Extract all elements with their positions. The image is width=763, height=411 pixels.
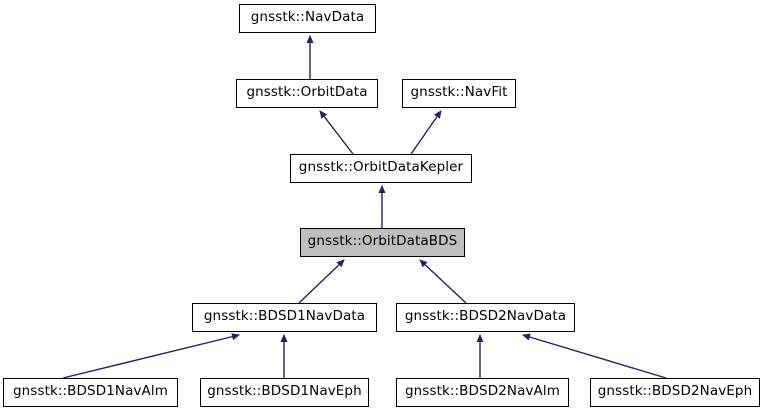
class-node-bdsd1naveph[interactable]: gnsstk::BDSD1NavEph (200, 378, 369, 407)
inheritance-edge-bdsd2naveph-to-bdsd2navdata (522, 333, 667, 379)
inheritance-edge-bdsd1navalm-to-bdsd1navdata (62, 333, 240, 379)
inheritance-edge-bdsd1navdata-to-orbitdatabds (298, 259, 345, 304)
class-node-label: gnsstk::OrbitData (246, 84, 368, 101)
class-node-label: gnsstk::BDSD2NavData (404, 308, 567, 325)
class-node-bdsd1navdata[interactable]: gnsstk::BDSD1NavData (192, 303, 377, 332)
class-node-bdsd2navalm[interactable]: gnsstk::BDSD2NavAlm (396, 378, 569, 407)
class-node-label: gnsstk::NavFit (410, 84, 508, 101)
class-node-label: gnsstk::BDSD1NavEph (207, 383, 362, 400)
class-node-bdsd1navalm[interactable]: gnsstk::BDSD1NavAlm (3, 378, 178, 407)
class-node-navdata[interactable]: gnsstk::NavData (239, 4, 376, 33)
class-node-label: gnsstk::BDSD2NavEph (597, 383, 753, 400)
inheritance-edge-orbitdatakepler-to-orbitdata (319, 110, 354, 155)
class-node-bdsd2navdata[interactable]: gnsstk::BDSD2NavData (396, 303, 575, 332)
class-node-bdsd2naveph[interactable]: gnsstk::BDSD2NavEph (590, 378, 760, 407)
class-node-label: gnsstk::OrbitDataKepler (298, 159, 464, 176)
inheritance-edge-bdsd2navdata-to-orbitdatabds (419, 259, 467, 304)
inheritance-edge-orbitdatakepler-to-navfit (410, 110, 442, 155)
class-node-label: gnsstk::OrbitDataBDS (307, 233, 458, 250)
class-node-navfit[interactable]: gnsstk::NavFit (402, 79, 516, 108)
class-node-label: gnsstk::BDSD2NavAlm (404, 383, 560, 400)
class-node-label: gnsstk::BDSD1NavAlm (12, 383, 168, 400)
class-node-orbitdatakepler[interactable]: gnsstk::OrbitDataKepler (290, 154, 472, 183)
class-node-orbitdatabds[interactable]: gnsstk::OrbitDataBDS (300, 228, 465, 257)
class-node-label: gnsstk::NavData (250, 9, 365, 26)
class-node-label: gnsstk::BDSD1NavData (203, 308, 366, 325)
class-node-orbitdata[interactable]: gnsstk::OrbitData (236, 79, 378, 108)
